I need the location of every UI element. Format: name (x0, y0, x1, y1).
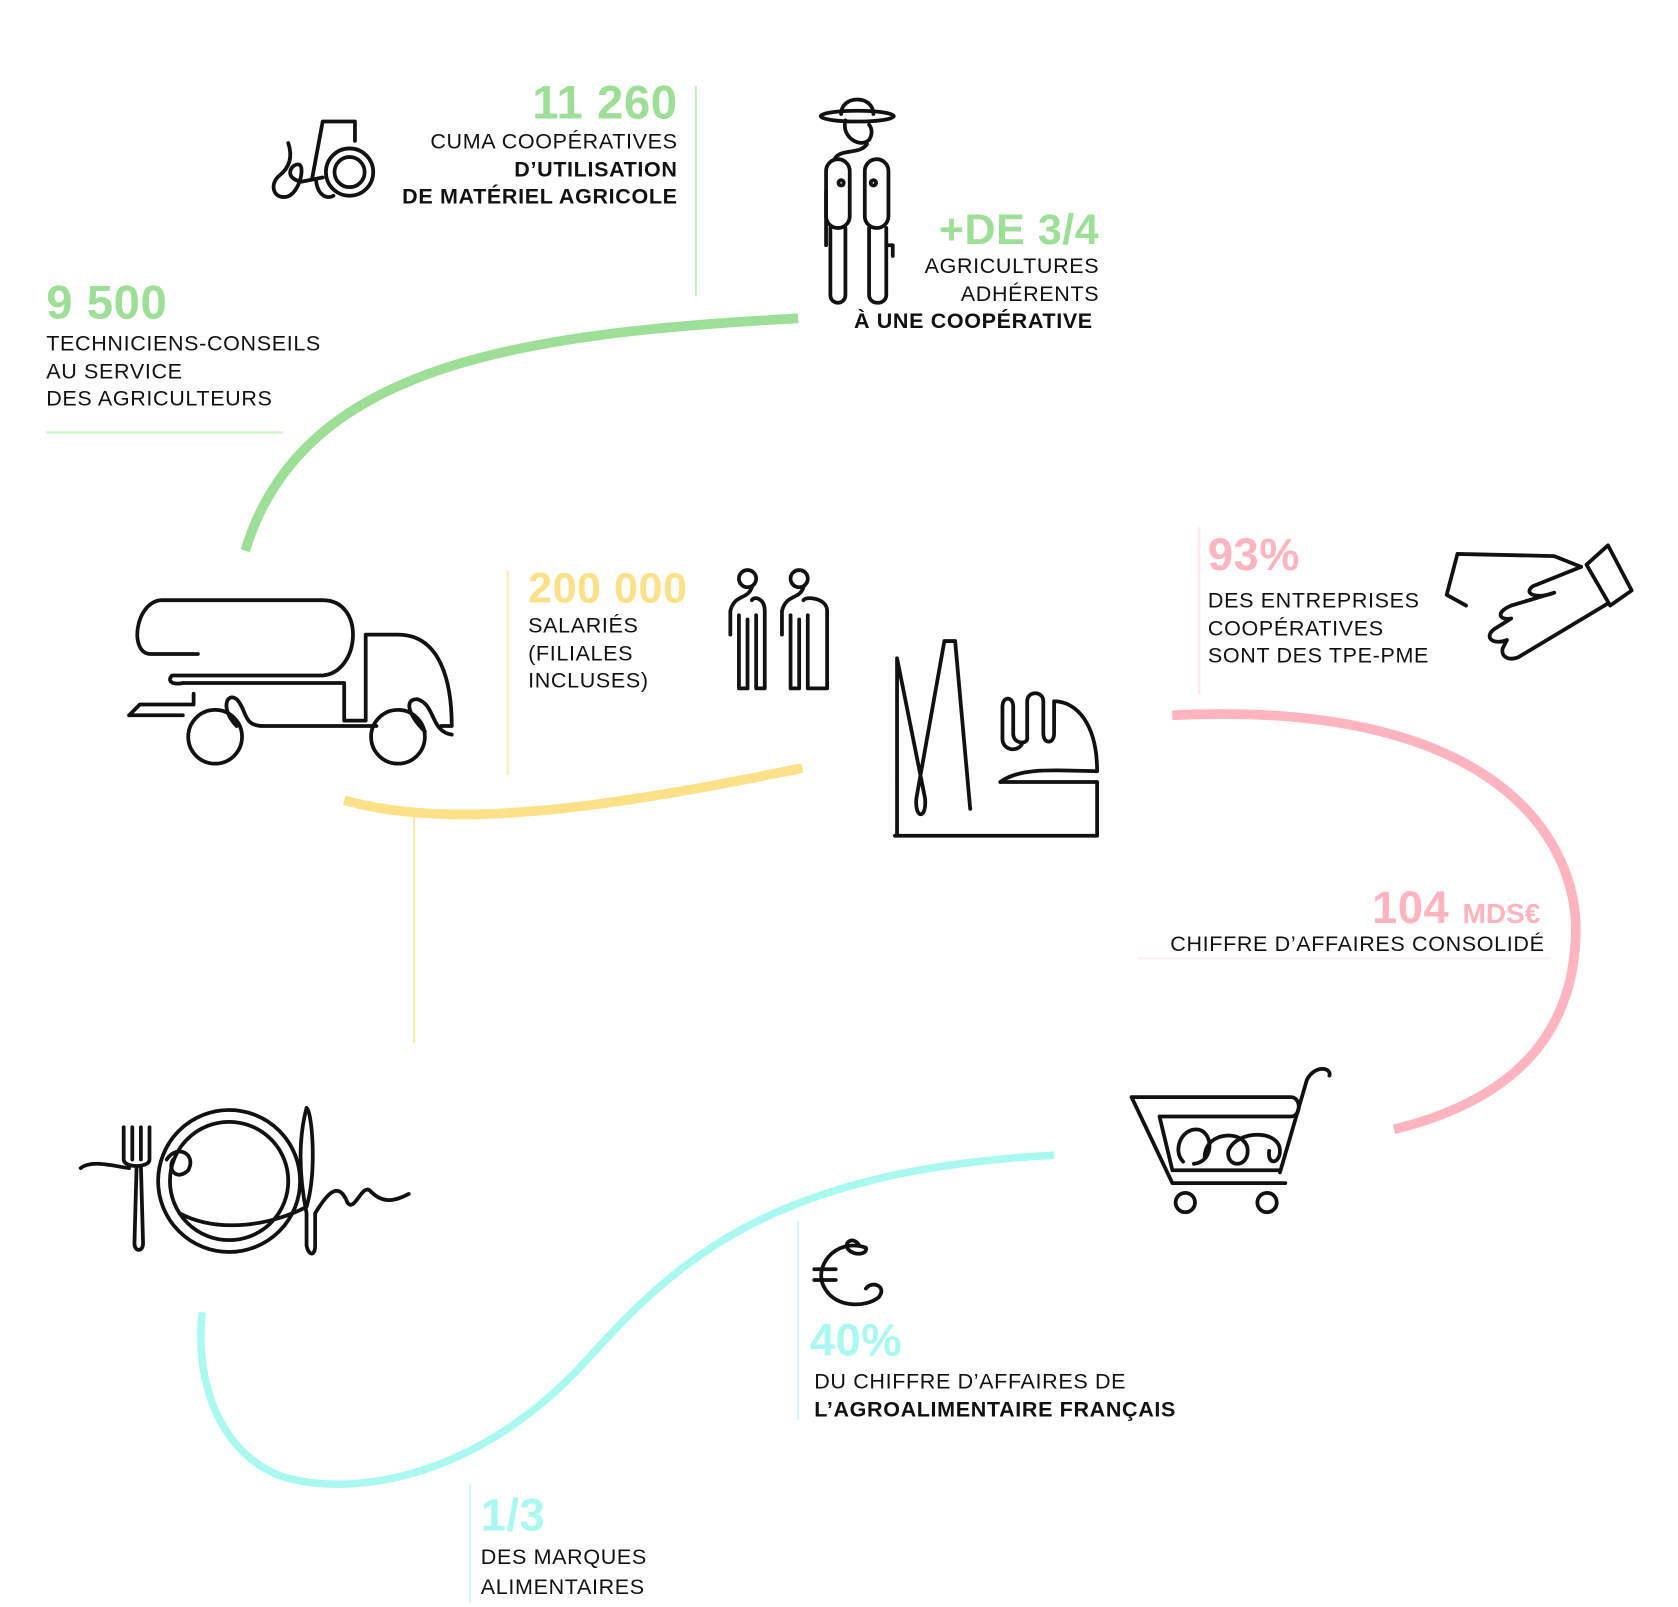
farmer-icon (818, 97, 896, 305)
stat-revenue: 104 MDS€ CHIFFRE D’AFFAIRES CONSOLIDÉ (1170, 884, 1544, 959)
stat-sme: 93% DES ENTREPRISES COOPÉRATIVES SONT DE… (1208, 532, 1429, 670)
stat-value: 9 500 (46, 276, 168, 330)
divider-line (694, 86, 697, 296)
stat-label: D’UTILISATION (514, 157, 678, 182)
stat-label: À UNE COOPÉRATIVE (853, 309, 1093, 334)
cyan-curve (197, 1151, 1055, 1488)
stat-technicians: 9 500 TECHNICIENS-CONSEILS AU SERVICE DE… (46, 276, 321, 414)
stat-label: ALIMENTAIRES (480, 1575, 645, 1599)
stat-label: L’AGROALIMENTAIRE FRANÇAIS (814, 1397, 1177, 1422)
plate-cutlery-icon (78, 1105, 411, 1256)
green-curve (240, 313, 799, 553)
euro-icon (812, 1238, 884, 1307)
divider-line (1137, 957, 1549, 960)
stat-label: SONT DES TPE-PME (1207, 644, 1430, 668)
stat-value: 11 260 (532, 76, 678, 130)
stat-value: 93% (1207, 529, 1300, 580)
stat-label: ADHÉRENTS (960, 282, 1100, 307)
stat-value-row: 104 MDS€ (1170, 884, 1540, 931)
divider-line (468, 1484, 472, 1603)
stat-value: 200 000 (528, 564, 688, 613)
stat-label: DU CHIFFRE D’AFFAIRES DE (814, 1370, 1127, 1394)
stat-label: SALARIÉS (528, 614, 639, 638)
stat-employees: 200 000 SALARIÉS (FILIALES INCLUSES) (528, 567, 687, 696)
yellow-curve (342, 763, 804, 820)
tractor-icon (271, 119, 376, 199)
stat-value: 1/3 (480, 1489, 546, 1541)
tanker-truck-icon (127, 598, 454, 766)
stat-label: DES ENTREPRISES (1207, 589, 1420, 614)
stat-label: CUMA COOPÉRATIVES (430, 130, 678, 154)
stat-label: CHIFFRE D’AFFAIRES CONSOLIDÉ (1170, 932, 1545, 957)
shopping-cart-icon (1129, 1067, 1332, 1215)
stat-label: AGRICULTURES (924, 254, 1100, 279)
divider-line (413, 817, 416, 1044)
stat-label: DE MATÉRIEL AGRICOLE (402, 185, 678, 209)
stat-unit: MDS€ (1462, 897, 1541, 930)
stat-agrifood: 40% DU CHIFFRE D’AFFAIRES DE L’AGROALIME… (809, 1314, 1177, 1424)
stat-label: DES MARQUES (480, 1545, 647, 1570)
stat-label: (FILIALES (528, 641, 634, 666)
stat-value: 104 (1372, 881, 1450, 933)
stat-label: TECHNICIENS-CONSEILS (46, 332, 321, 357)
stat-label: DES AGRICULTEURS (46, 387, 273, 411)
stat-label: INCLUSES) (528, 669, 649, 693)
stat-value: 40% (809, 1314, 902, 1365)
divider-line (506, 570, 509, 775)
stat-value: +DE 3/4 (938, 206, 1100, 254)
stat-brands: 1/3 DES MARQUES ALIMENTAIRES (480, 1489, 647, 1602)
divider-line (1198, 527, 1201, 694)
stat-label: AU SERVICE (46, 359, 183, 384)
workers-icon (728, 568, 830, 691)
divider-line (797, 1220, 800, 1420)
stat-cuma: 11 260 CUMA COOPÉRATIVES D’UTILISATION D… (402, 76, 678, 212)
handshake-icon (1444, 543, 1634, 661)
divider-line (46, 431, 283, 434)
factory-icon (893, 639, 1099, 838)
pink-curve (1172, 709, 1581, 1135)
stat-farmers: +DE 3/4 AGRICULTURES ADHÉRENTS À UNE COO… (854, 209, 1099, 336)
stat-label: COOPÉRATIVES (1207, 616, 1384, 641)
